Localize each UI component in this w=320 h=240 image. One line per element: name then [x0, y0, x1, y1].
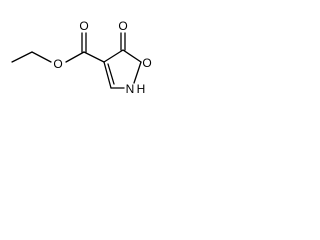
bond-ring-c3-c4	[103, 61, 112, 89]
ester-oxygen-label: O	[53, 57, 62, 71]
ring-carbonyl-oxygen-label: O	[118, 19, 127, 33]
ring-nh-hydrogen-label: H	[137, 82, 146, 96]
ring-nitrogen-label: N	[126, 82, 135, 96]
atom-label-ester-carbonyl-oxygen: O	[79, 19, 88, 33]
bond-ester-c-ring-c4	[83, 51, 105, 63]
bond-ring-c3-c4-inner	[107, 63, 115, 85]
atom-label-ring-carbonyl-oxygen: O	[118, 19, 127, 33]
bond-ethyl-ch3-ch2	[11, 51, 33, 63]
bond-ring-c5-o1	[122, 49, 142, 63]
bond-ester-o-c	[65, 51, 85, 63]
ethyl-isoxazolone-carboxylate-structure: O O O O N H	[11, 19, 152, 96]
bond-ring-c4-c5	[103, 49, 124, 63]
ring-oxygen-label: O	[142, 56, 151, 70]
atom-label-ring-nh: N H	[126, 82, 146, 96]
atom-label-ester-oxygen: O	[53, 57, 62, 71]
atom-label-ring-oxygen: O	[142, 56, 151, 70]
bond-ethyl-ch2-o	[31, 51, 52, 63]
bond-ring-o1-n2	[133, 61, 142, 84]
ester-carbonyl-oxygen-label: O	[79, 19, 88, 33]
